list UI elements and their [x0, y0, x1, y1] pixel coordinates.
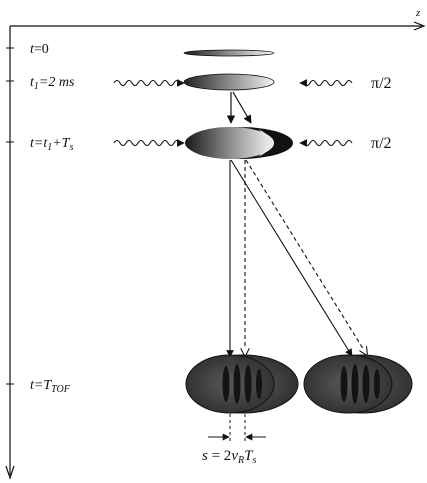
pulse-label-second: π/2	[371, 135, 392, 152]
wave-right-t2	[299, 139, 353, 147]
z-axis-label: z	[415, 7, 421, 19]
trajectories	[226, 159, 367, 358]
pulse-label-first: π/2	[371, 75, 392, 92]
separation-indicator	[208, 414, 266, 442]
time-axis-arrowhead	[5, 465, 15, 480]
atom-clouds	[183, 49, 293, 159]
cloud-t2-split	[185, 127, 293, 159]
final-cloud-right	[303, 354, 413, 414]
fringe	[374, 369, 380, 399]
cloud-t0	[183, 49, 275, 57]
cloud-t1	[183, 73, 275, 91]
fringe	[340, 366, 348, 402]
label-tof: t=TTOF	[30, 378, 71, 395]
kick-arrow-diagonal	[232, 91, 252, 124]
fringe	[362, 365, 370, 403]
z-axis-arrowhead	[413, 21, 426, 31]
path-3-solid	[230, 159, 353, 357]
fringe	[351, 364, 359, 404]
wave-left-t2	[113, 139, 185, 147]
time-labels: t=0 t1=2 ms t=t1+Ts t=TTOF	[30, 42, 75, 395]
fringe	[222, 366, 230, 402]
label-t2: t=t1+Ts	[30, 136, 73, 153]
laser-pulses	[113, 79, 353, 147]
path-4-dashed	[245, 159, 367, 355]
fringe	[233, 364, 241, 404]
fringe	[256, 369, 262, 399]
wave-right-t1	[299, 79, 353, 87]
label-t0: t=0	[30, 42, 49, 57]
separation-label: s = 2vRTs	[202, 448, 256, 466]
final-cloud-left	[185, 354, 299, 414]
fringe	[244, 365, 252, 403]
kick-arrows	[226, 91, 252, 124]
label-t1: t1=2 ms	[30, 75, 75, 92]
wave-left-t1	[113, 79, 185, 87]
axes: z	[5, 7, 426, 480]
